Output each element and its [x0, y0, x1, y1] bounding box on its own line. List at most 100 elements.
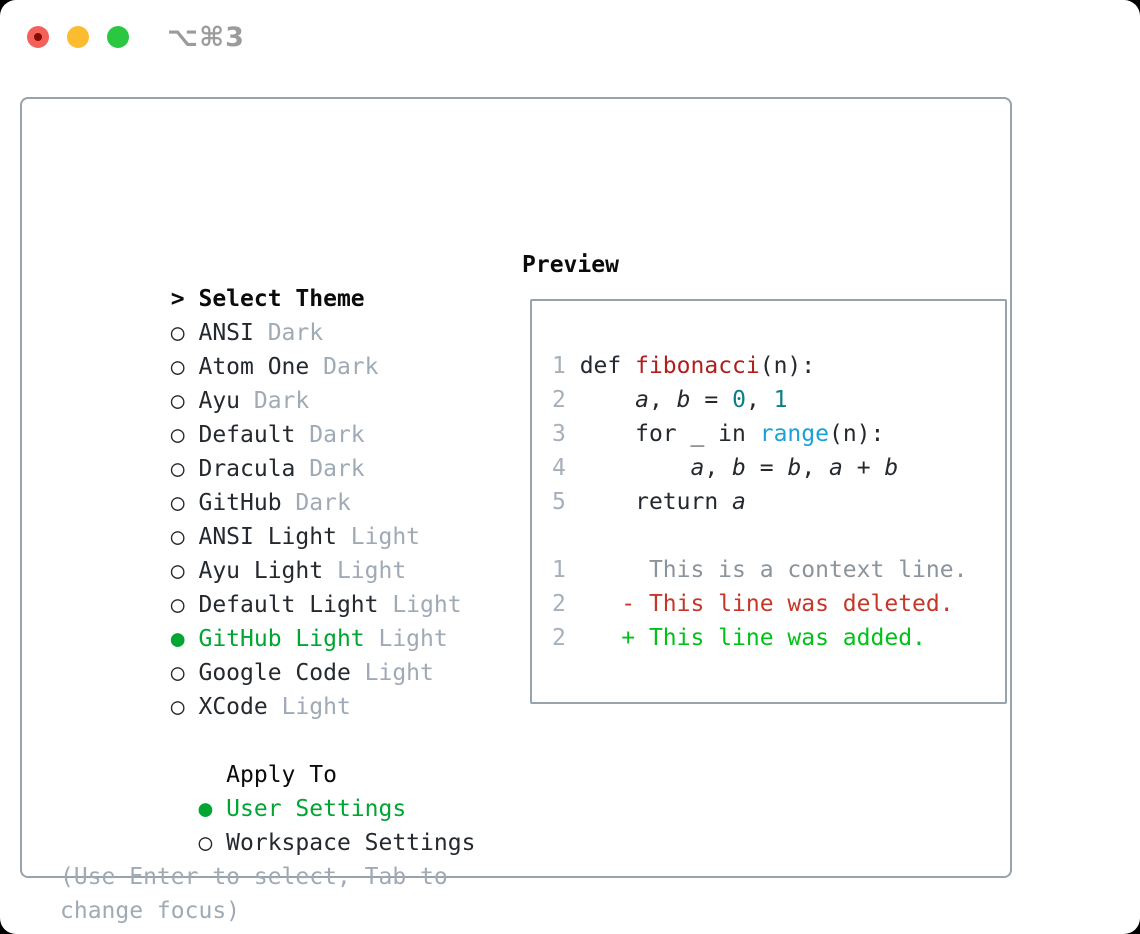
theme-variant-tag: Light — [392, 592, 462, 618]
theme-option-default-dark[interactable]: ○ Default Dark — [60, 384, 475, 448]
theme-name: ANSI — [198, 320, 254, 346]
theme-name: Google Code — [198, 660, 351, 686]
code-line: 1 def fibonacci(n): — [552, 353, 816, 379]
theme-option-dracula-dark[interactable]: ○ Dracula Dark — [60, 418, 475, 482]
window-title: ⌥⌘3 — [167, 22, 245, 53]
theme-option-ayu-light[interactable]: ○ Ayu Light Light — [60, 520, 475, 584]
code-line: 2 a, b = 0, 1 — [552, 387, 788, 413]
theme-name: ANSI Light — [198, 524, 337, 550]
radio-icon: ○ — [170, 660, 185, 686]
theme-name: Ayu Light — [198, 558, 324, 584]
cursor-marker: > — [170, 286, 185, 312]
minimize-button[interactable] — [67, 26, 89, 48]
section-title: Select Theme — [198, 286, 365, 312]
line-number: 1 — [552, 353, 566, 379]
theme-name: Ayu — [198, 388, 241, 414]
theme-name: GitHub — [198, 490, 282, 516]
line-number: 3 — [552, 421, 566, 447]
variable-token: b — [884, 455, 899, 481]
variable-token: a — [690, 455, 705, 481]
theme-name: GitHub Light — [198, 626, 365, 652]
theme-variant-tag: Light — [378, 626, 448, 652]
theme-option-default-light[interactable]: ○ Default Light Light — [60, 554, 475, 618]
variable-token: a — [829, 455, 843, 481]
zoom-button[interactable] — [107, 26, 129, 48]
number-token: 1 — [773, 387, 788, 413]
theme-variant-tag: Dark — [295, 490, 351, 516]
builtin-token: range — [759, 421, 829, 447]
radio-icon: ○ — [170, 694, 185, 720]
select-theme-header: > Select Theme — [60, 248, 475, 312]
line-number: 2 — [552, 591, 566, 617]
theme-variant-tag: Light — [281, 694, 351, 720]
radio-icon: ○ — [198, 830, 213, 856]
section-title: Apply To — [226, 762, 337, 788]
theme-variant-tag: Light — [336, 558, 407, 584]
theme-option-github-dark[interactable]: ○ GitHub Dark — [60, 452, 475, 516]
diff-added-line: 2 + This line was added. — [552, 625, 926, 651]
radio-selected-icon: ● — [170, 626, 185, 652]
apply-option-label: User Settings — [226, 796, 407, 822]
radio-icon: ○ — [170, 388, 185, 414]
blank-line — [552, 519, 1005, 553]
number-token: 0 — [732, 387, 746, 413]
theme-option-google-code-light[interactable]: ○ Google Code Light — [60, 622, 475, 686]
code-line: 5 return a — [552, 489, 746, 515]
line-number: 5 — [552, 489, 566, 515]
theme-variant-tag: Light — [350, 524, 421, 550]
theme-variant-tag: Dark — [323, 354, 379, 380]
theme-variant-tag: Light — [364, 660, 434, 686]
apply-option-workspace-settings[interactable]: ○ Workspace Settings — [60, 792, 475, 856]
apply-to-section: Apply To ● User Settings ○ Workspace Setti… — [60, 724, 475, 856]
theme-option-ayu-dark[interactable]: ○ Ayu Dark — [60, 350, 475, 414]
radio-icon: ○ — [170, 490, 185, 516]
diff-deleted-line: 2 - This line was deleted. — [552, 591, 954, 617]
function-token: fibonacci — [635, 353, 760, 379]
theme-option-ansi-light[interactable]: ○ ANSI Light Light — [60, 486, 475, 550]
variable-token: b — [676, 387, 691, 413]
theme-variant-tag: Dark — [309, 422, 365, 448]
line-number: 1 — [552, 557, 566, 583]
theme-variant-tag: Dark — [253, 388, 310, 414]
diff-context-line: 1 This is a context line. — [552, 557, 968, 583]
theme-option-atom-one-dark[interactable]: ○ Atom One Dark — [60, 316, 475, 380]
variable-token: b — [787, 455, 802, 481]
radio-icon: ○ — [170, 524, 185, 550]
radio-icon: ○ — [170, 354, 185, 380]
help-text: (Use Enter to select, Tab to change focu… — [60, 860, 475, 928]
theme-name: Dracula — [198, 456, 296, 482]
theme-variant-tag: Dark — [309, 456, 365, 482]
line-number: 2 — [552, 387, 566, 413]
variable-token: a — [732, 489, 746, 515]
code-line: 4 a, b = b, a + b — [552, 455, 899, 481]
radio-icon: ○ — [170, 592, 185, 618]
theme-name: Default — [198, 422, 296, 448]
radio-selected-icon: ● — [198, 796, 213, 822]
help-line: (Use Enter to select, Tab to — [60, 864, 448, 890]
apply-to-header: Apply To — [60, 724, 475, 788]
apply-option-label: Workspace Settings — [226, 830, 476, 856]
variable-token: b — [732, 455, 746, 481]
close-button[interactable] — [27, 26, 49, 48]
code-line: 3 for _ in range(n): — [552, 421, 885, 447]
theme-option-xcode-light[interactable]: ○ XCode Light — [60, 656, 475, 720]
preview-pane: 1 def fibonacci(n): 2 a, b = 0, 1 3 for … — [530, 299, 1007, 704]
line-number: 4 — [552, 455, 566, 481]
theme-variant-tag: Dark — [267, 320, 324, 346]
theme-name: Atom One — [198, 354, 310, 380]
line-number: 2 — [552, 625, 566, 651]
theme-name: XCode — [198, 694, 268, 720]
theme-option-ansi-dark[interactable]: ○ ANSI Dark — [60, 282, 475, 346]
radio-icon: ○ — [170, 422, 185, 448]
radio-icon: ○ — [170, 558, 185, 584]
theme-option-github-light[interactable]: ● GitHub Light Light — [60, 588, 475, 652]
help-line: change focus) — [60, 898, 241, 924]
variable-token: a — [635, 387, 649, 413]
radio-icon: ○ — [170, 456, 185, 482]
radio-icon: ○ — [170, 320, 185, 346]
theme-name: Default Light — [198, 592, 379, 618]
apply-option-user-settings[interactable]: ● User Settings — [60, 758, 475, 822]
preview-header: Preview — [522, 252, 619, 278]
